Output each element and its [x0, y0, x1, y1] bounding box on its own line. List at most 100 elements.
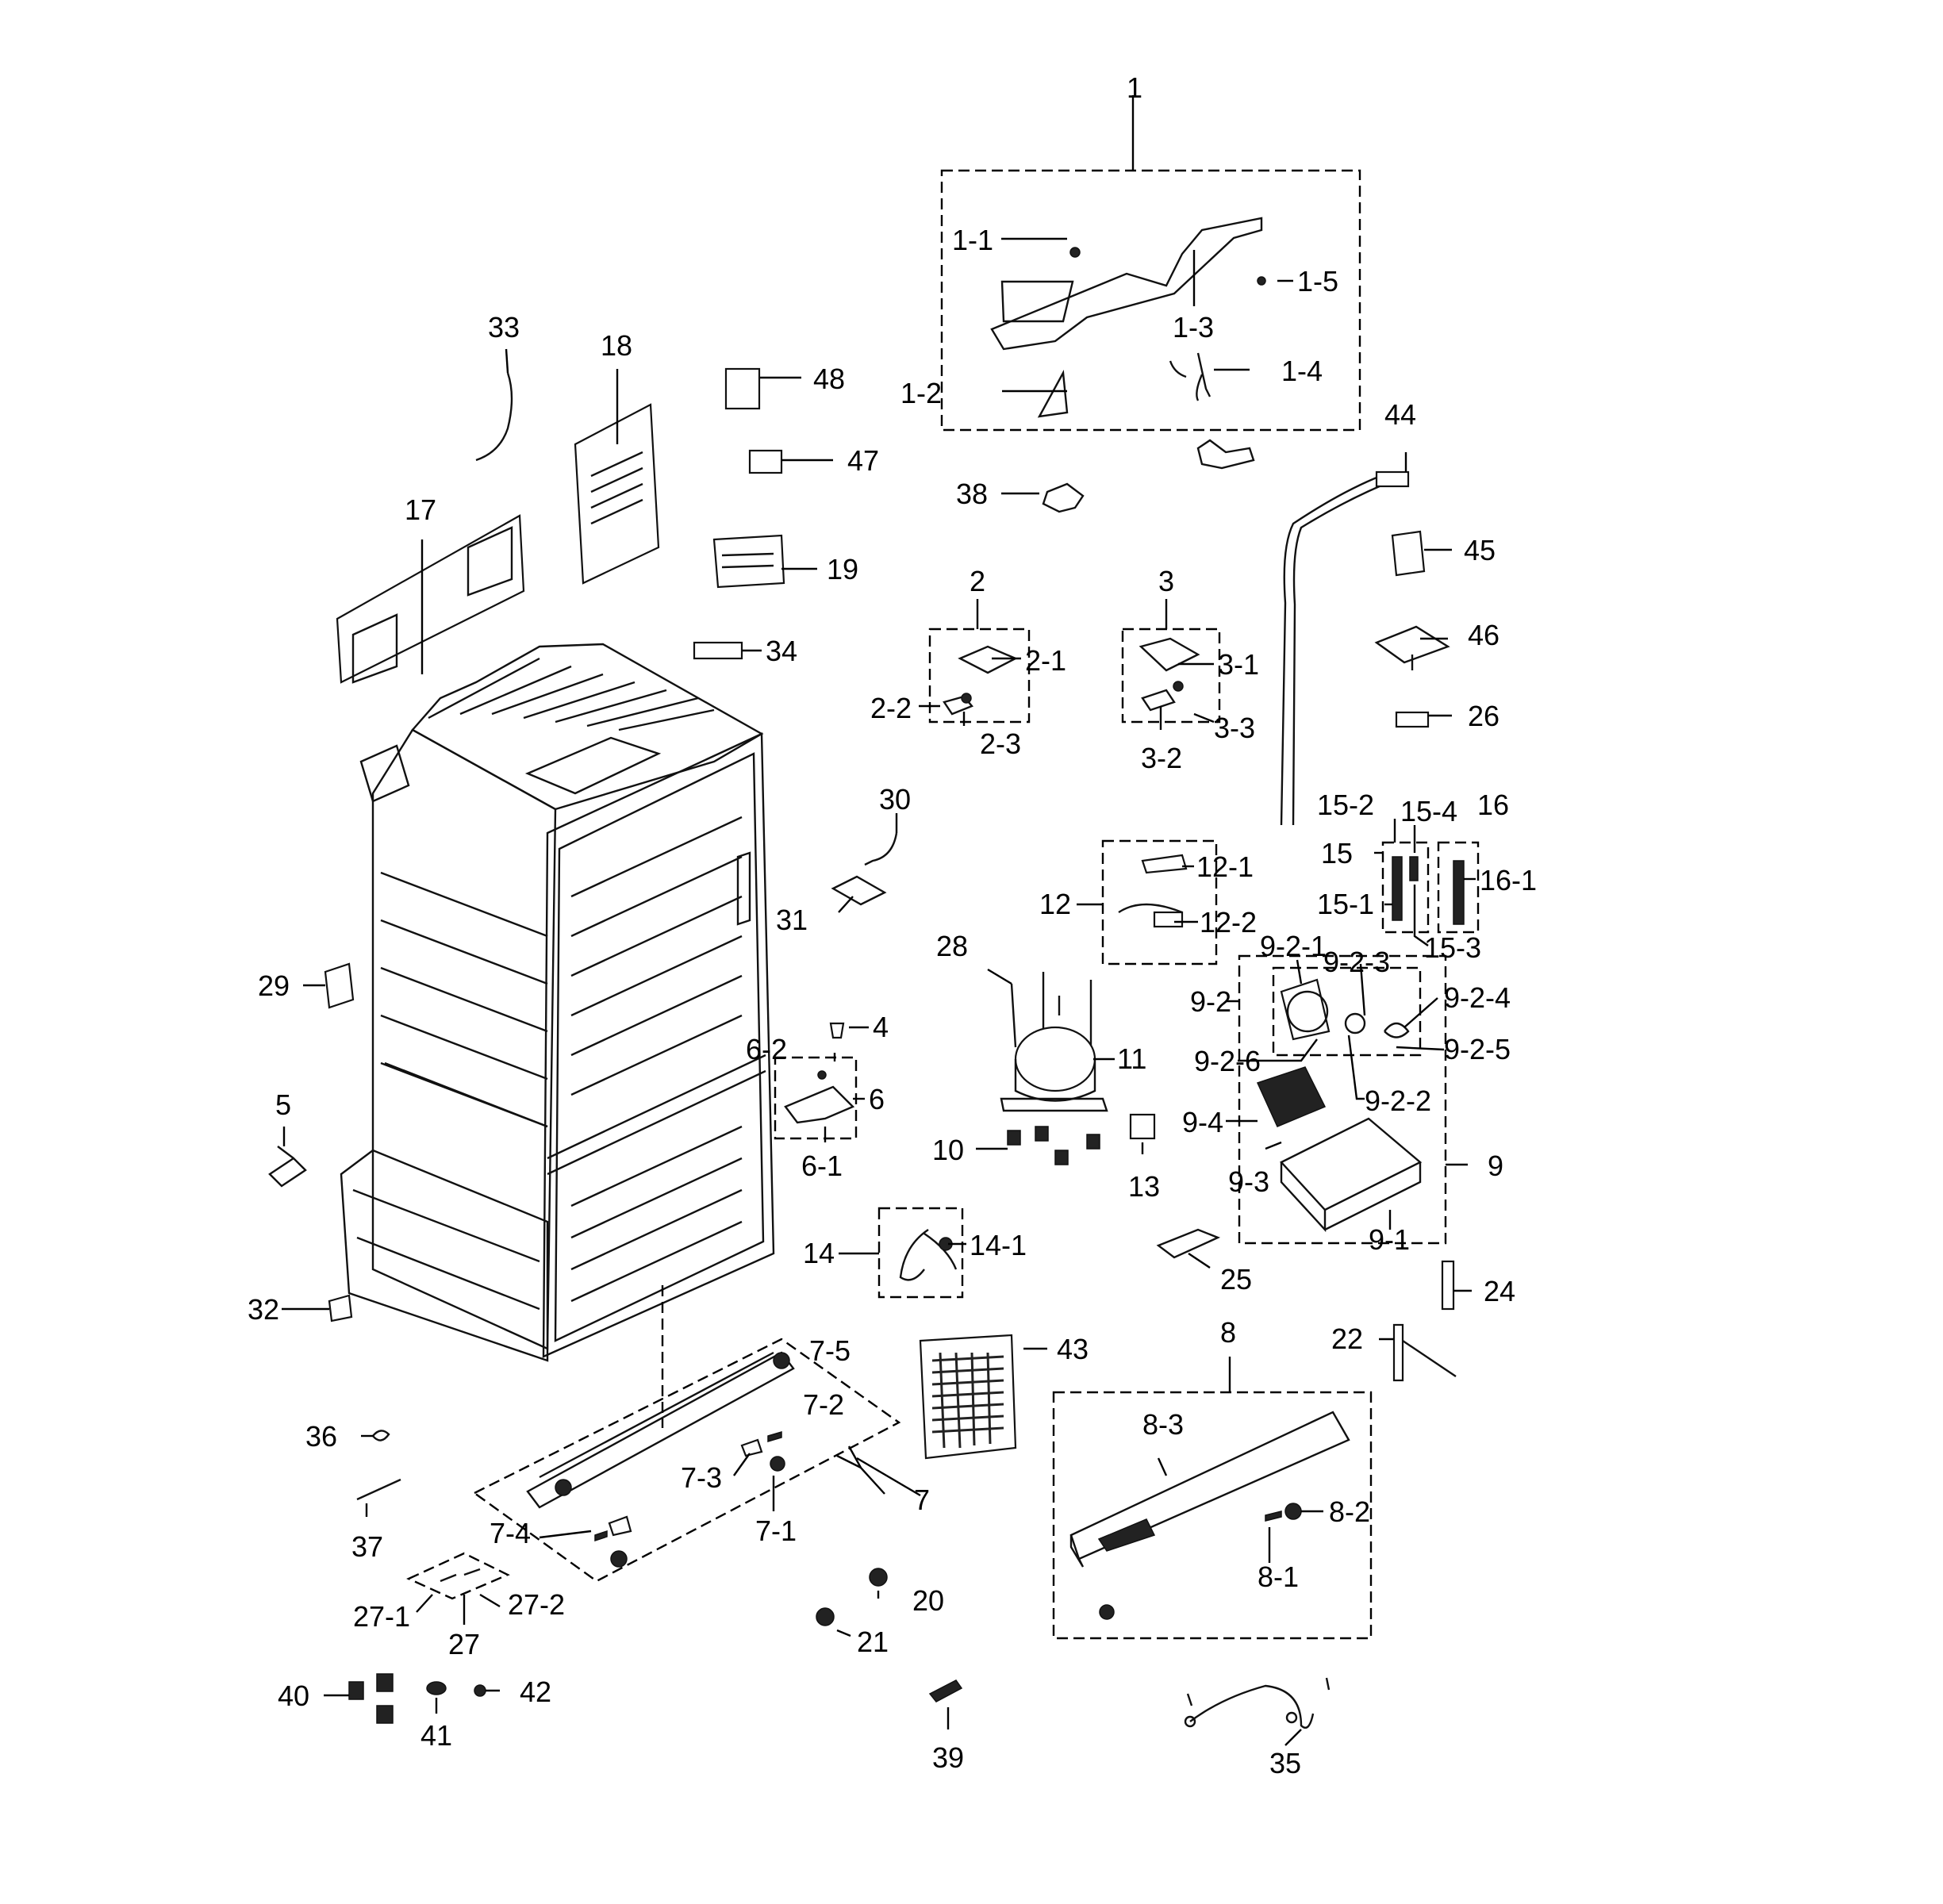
label-24: 24 [1484, 1275, 1515, 1307]
label-16: 16 [1477, 789, 1509, 821]
label-2-3: 2-3 [980, 727, 1021, 760]
label-7-5: 7-5 [809, 1334, 851, 1367]
label-9-4: 9-4 [1182, 1106, 1223, 1138]
label-8: 8 [1220, 1316, 1236, 1349]
label-8-3: 8-3 [1142, 1408, 1184, 1441]
box-assembly-16 [1437, 841, 1480, 934]
label-9-3: 9-3 [1228, 1165, 1269, 1198]
callout-labels: 1 1-1 1-2 1-3 1-4 1-5 2 2-1 2-2 2-3 3 3-… [248, 71, 1537, 1779]
label-11: 11 [1117, 1042, 1146, 1075]
label-16-1: 16-1 [1480, 864, 1537, 896]
label-26: 26 [1468, 700, 1499, 732]
label-41: 41 [420, 1719, 452, 1752]
label-12-1: 12-1 [1196, 850, 1254, 883]
label-8-2: 8-2 [1329, 1495, 1370, 1528]
label-9-2-6: 9-2-6 [1194, 1045, 1261, 1077]
label-21: 21 [857, 1626, 889, 1658]
box-assembly-7 [472, 1338, 901, 1583]
label-39: 39 [932, 1741, 964, 1774]
label-46: 46 [1468, 619, 1499, 651]
label-1-3: 1-3 [1173, 311, 1214, 344]
label-15-4: 15-4 [1400, 795, 1457, 827]
label-19: 19 [827, 553, 858, 585]
label-1-2: 1-2 [900, 377, 942, 409]
label-2: 2 [970, 565, 985, 597]
label-36: 36 [305, 1420, 337, 1453]
label-15: 15 [1321, 837, 1353, 869]
label-10: 10 [932, 1134, 964, 1166]
label-12-2: 12-2 [1200, 906, 1257, 939]
label-48: 48 [813, 363, 845, 395]
label-44: 44 [1384, 398, 1416, 431]
label-1-4: 1-4 [1281, 355, 1323, 387]
label-1-5: 1-5 [1297, 265, 1338, 298]
label-22: 22 [1331, 1322, 1363, 1355]
label-12: 12 [1039, 888, 1071, 920]
label-27: 27 [448, 1628, 480, 1660]
label-40: 40 [278, 1679, 309, 1712]
label-7-2: 7-2 [803, 1388, 844, 1421]
label-9-2-3: 9-2-3 [1323, 946, 1390, 978]
label-34: 34 [766, 635, 797, 667]
label-9-2-1: 9-2-1 [1260, 930, 1327, 962]
box-assembly-2 [928, 628, 1031, 724]
label-8-1: 8-1 [1258, 1560, 1299, 1593]
label-6-2: 6-2 [746, 1033, 787, 1065]
label-3-3: 3-3 [1214, 712, 1255, 744]
label-33: 33 [488, 311, 520, 344]
label-20: 20 [912, 1584, 944, 1617]
label-7-3: 7-3 [681, 1461, 722, 1494]
label-37: 37 [351, 1530, 383, 1563]
top-bracket [990, 217, 1263, 351]
label-25: 25 [1220, 1263, 1252, 1296]
box-assembly-27 [406, 1552, 510, 1600]
label-1: 1 [1127, 71, 1142, 104]
label-9-2: 9-2 [1190, 985, 1231, 1018]
box-assembly-12 [1101, 839, 1218, 965]
label-3-1: 3-1 [1218, 648, 1259, 681]
label-18: 18 [601, 329, 632, 362]
box-assembly-15 [1381, 841, 1430, 934]
box-assembly-9-2 [1272, 966, 1422, 1057]
label-9: 9 [1488, 1150, 1503, 1182]
label-6-1: 6-1 [801, 1150, 843, 1182]
label-43: 43 [1057, 1333, 1089, 1365]
label-4: 4 [873, 1011, 889, 1043]
label-30: 30 [879, 783, 911, 816]
label-9-1: 9-1 [1369, 1223, 1410, 1256]
label-45: 45 [1464, 534, 1496, 566]
label-32: 32 [248, 1293, 279, 1326]
label-2-2: 2-2 [870, 692, 912, 724]
label-9-2-4: 9-2-4 [1444, 981, 1511, 1014]
label-29: 29 [258, 969, 290, 1002]
label-3-2: 3-2 [1141, 742, 1182, 774]
label-15-3: 15-3 [1424, 931, 1481, 964]
label-7: 7 [914, 1484, 930, 1516]
label-27-2: 27-2 [508, 1588, 565, 1621]
label-14: 14 [803, 1237, 835, 1269]
label-27-1: 27-1 [353, 1600, 410, 1633]
label-7-1: 7-1 [755, 1514, 797, 1547]
label-28: 28 [936, 930, 968, 962]
label-42: 42 [520, 1676, 551, 1708]
label-9-2-5: 9-2-5 [1444, 1033, 1511, 1065]
label-5: 5 [275, 1088, 291, 1121]
label-38: 38 [956, 478, 988, 510]
label-6: 6 [869, 1083, 885, 1115]
cabinet-body [340, 643, 775, 1362]
label-13: 13 [1128, 1170, 1160, 1203]
label-31: 31 [776, 904, 808, 936]
label-14-1: 14-1 [970, 1229, 1027, 1261]
label-15-2: 15-2 [1317, 789, 1374, 821]
label-1-1: 1-1 [952, 224, 993, 256]
box-assembly-1 [940, 169, 1361, 432]
label-2-1: 2-1 [1025, 644, 1066, 677]
box-assembly-8 [1052, 1391, 1373, 1640]
label-35: 35 [1269, 1747, 1301, 1779]
assembly-boxes [406, 169, 1480, 1640]
leader-lines [282, 95, 1476, 1746]
box-assembly-3 [1121, 628, 1221, 724]
label-47: 47 [847, 444, 879, 477]
label-15-1: 15-1 [1317, 888, 1374, 920]
